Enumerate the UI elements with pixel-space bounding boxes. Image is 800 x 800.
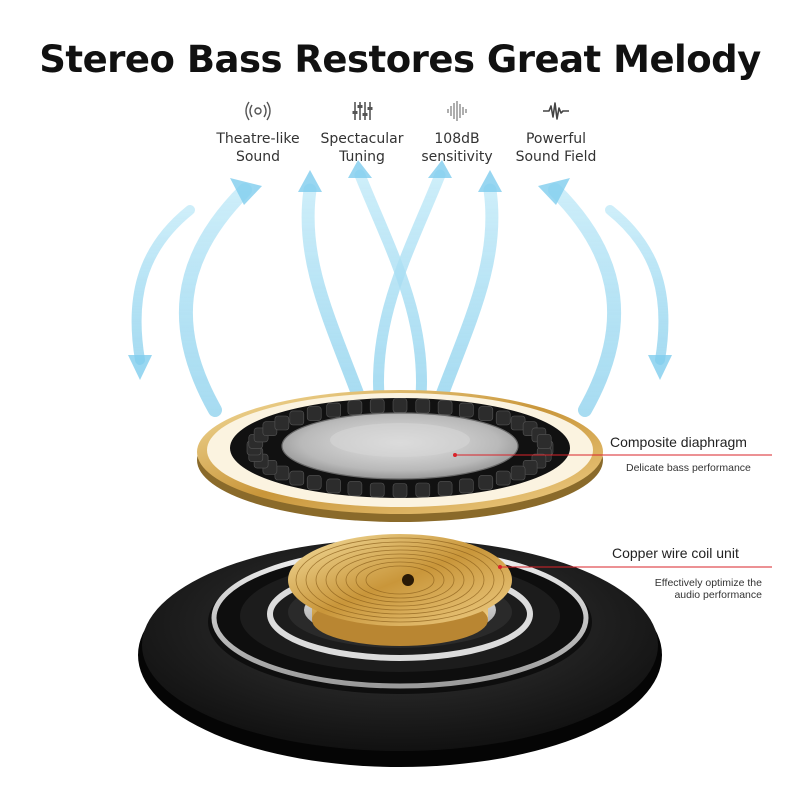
callout-coil: Copper wire coil unit [612,545,739,561]
surround-fold [369,398,385,414]
surround-fold [369,482,385,498]
feature-sound-field: Powerful Sound Field [491,100,621,166]
callout-coil-sub: Effectively optimize the audio performan… [618,577,762,601]
feature-label-line2: Sound Field [515,149,597,165]
callout-subtitle: Delicate bass performance [626,462,751,474]
surround-fold [536,434,552,449]
callout-subtitle-line2: audio performance [674,589,762,601]
surround-fold [458,402,474,418]
feature-label-line2: Sound [235,149,281,165]
callout-title: Copper wire coil unit [612,545,739,561]
surround-fold [274,415,290,431]
arrow-heads [128,160,672,380]
surround-fold [326,402,342,418]
surround-fold [306,406,322,421]
surround-fold [495,410,511,426]
surround-fold [415,482,431,498]
surround-fold [437,481,453,496]
callout-subtitle-line1: Effectively optimize the [654,577,762,589]
surround-fold [289,470,305,486]
surround-fold [326,478,342,494]
copper-coil [288,534,512,646]
equalizer-icon [352,102,373,120]
callout-lines [455,454,772,568]
callout-diaphragm-sub: Delicate bass performance [626,462,751,474]
feature-label-line1: Powerful [525,131,587,147]
surround-fold [510,465,526,481]
surround-fold [415,398,431,414]
page-title: Stereo Bass Restores Great Melody [39,38,761,81]
surround-fold [392,398,408,413]
diaphragm [197,390,603,522]
feature-label-line1: 108dB [434,131,480,147]
sound-arrows [131,169,669,417]
feature-label-line1: Theatre-like [216,131,300,147]
callout-diaphragm: Composite diaphragm [610,434,747,450]
callout-title: Composite diaphragm [610,434,747,450]
surround-fold [306,475,322,490]
feature-sensitivity: 108dB sensitivity [392,100,522,166]
surround-fold [437,400,453,415]
surround-fold [347,400,363,415]
audio-bars-icon [447,101,467,121]
surround-fold [478,406,494,421]
surround-fold [347,481,363,496]
surround-fold [495,470,511,486]
surround-fold [289,410,305,426]
feature-theatre-sound: Theatre-like Sound [193,100,323,166]
feature-label-line1: Spectacular [320,131,404,147]
surround-fold [392,483,408,498]
sound-waves-icon [245,101,271,121]
surround-fold [478,475,494,490]
waveform-icon [543,102,569,120]
feature-spectacular-tuning: Spectacular Tuning [297,100,427,166]
feature-label-line2: Tuning [339,149,385,165]
surround-fold [458,478,474,494]
feature-label-line2: sensitivity [421,149,493,165]
